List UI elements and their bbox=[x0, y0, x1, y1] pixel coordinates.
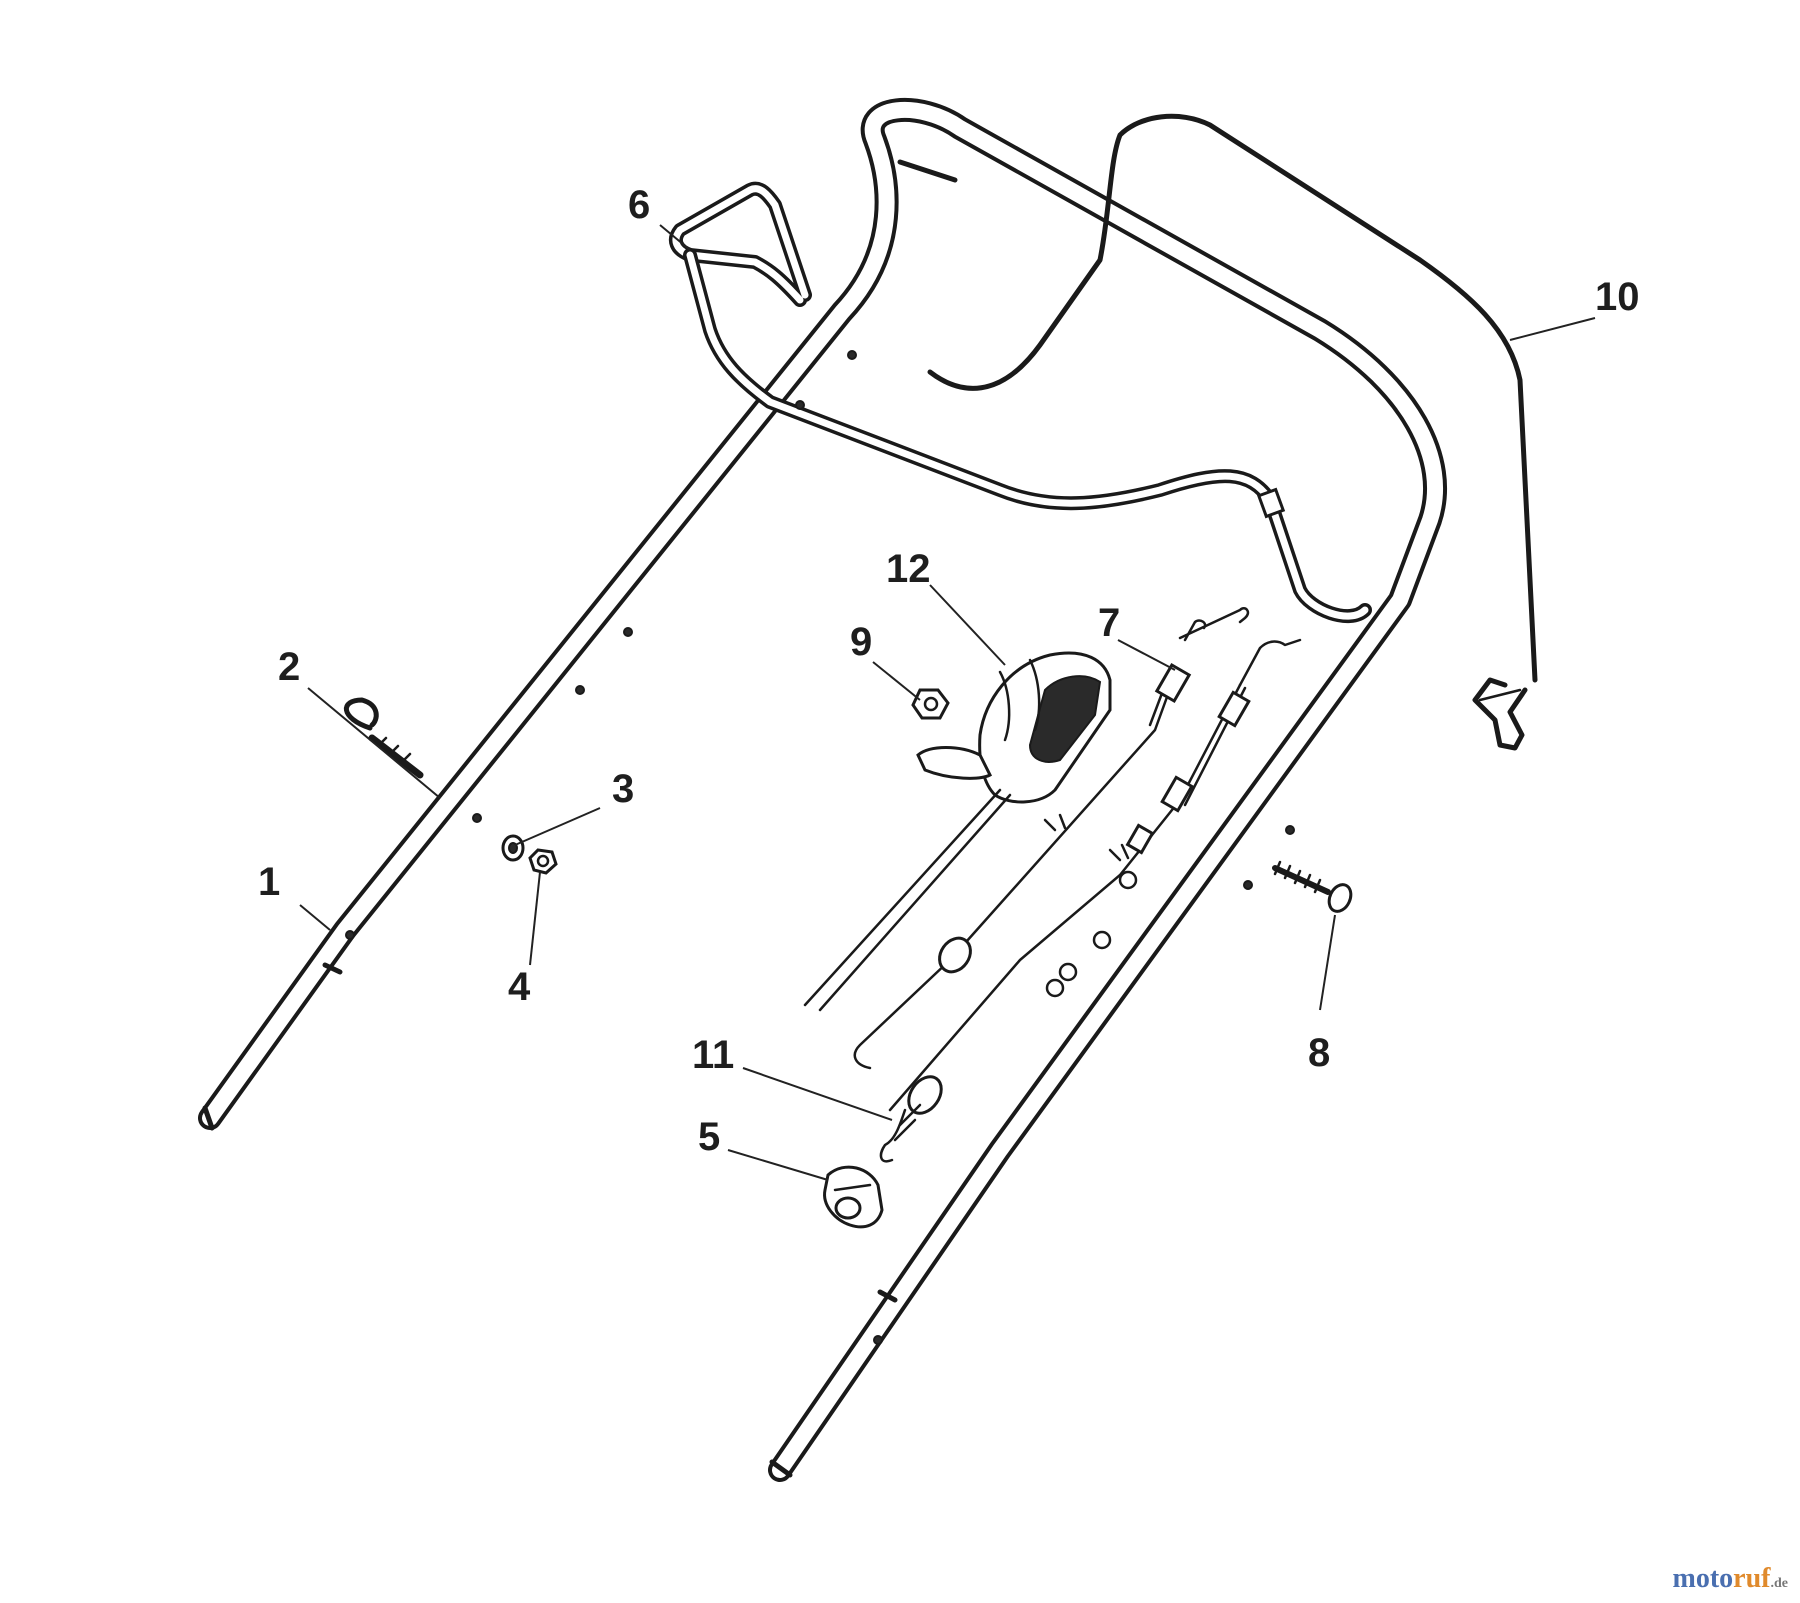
hook-bolt bbox=[343, 697, 424, 779]
callout-2: 2 bbox=[278, 645, 300, 689]
callout-3: 3 bbox=[612, 767, 634, 811]
watermark-part1: moto bbox=[1672, 1563, 1734, 1594]
callout-12: 12 bbox=[886, 547, 931, 591]
leader-lines bbox=[299, 224, 1596, 1181]
callout-4: 4 bbox=[508, 965, 531, 1009]
tube-holes bbox=[345, 350, 1295, 1345]
control-nut bbox=[911, 688, 950, 720]
callout-numbers: 1 2 3 4 5 6 7 8 9 10 11 12 bbox=[258, 183, 1640, 1159]
control-lever bbox=[916, 651, 1112, 804]
callout-5: 5 bbox=[698, 1115, 720, 1159]
callout-10: 10 bbox=[1595, 275, 1640, 319]
watermark-part2: ruf bbox=[1733, 1563, 1771, 1594]
small-washers bbox=[1045, 870, 1138, 998]
callout-9: 9 bbox=[850, 620, 872, 664]
watermark-logo: motoruf.de bbox=[1673, 1563, 1788, 1595]
callout-8: 8 bbox=[1308, 1031, 1330, 1075]
callout-1: 1 bbox=[258, 860, 280, 904]
washer-nut bbox=[501, 834, 558, 875]
cable-clip bbox=[823, 1165, 884, 1229]
callout-7: 7 bbox=[1098, 601, 1120, 645]
control-cables bbox=[803, 607, 1302, 1163]
watermark-part3: .de bbox=[1770, 1576, 1789, 1591]
screw bbox=[1272, 860, 1353, 913]
bracket-rod bbox=[668, 181, 1372, 624]
callout-11: 11 bbox=[692, 1033, 734, 1077]
handle-frame bbox=[198, 98, 1447, 1482]
bail-bar bbox=[927, 113, 1538, 751]
callout-6: 6 bbox=[628, 183, 650, 227]
